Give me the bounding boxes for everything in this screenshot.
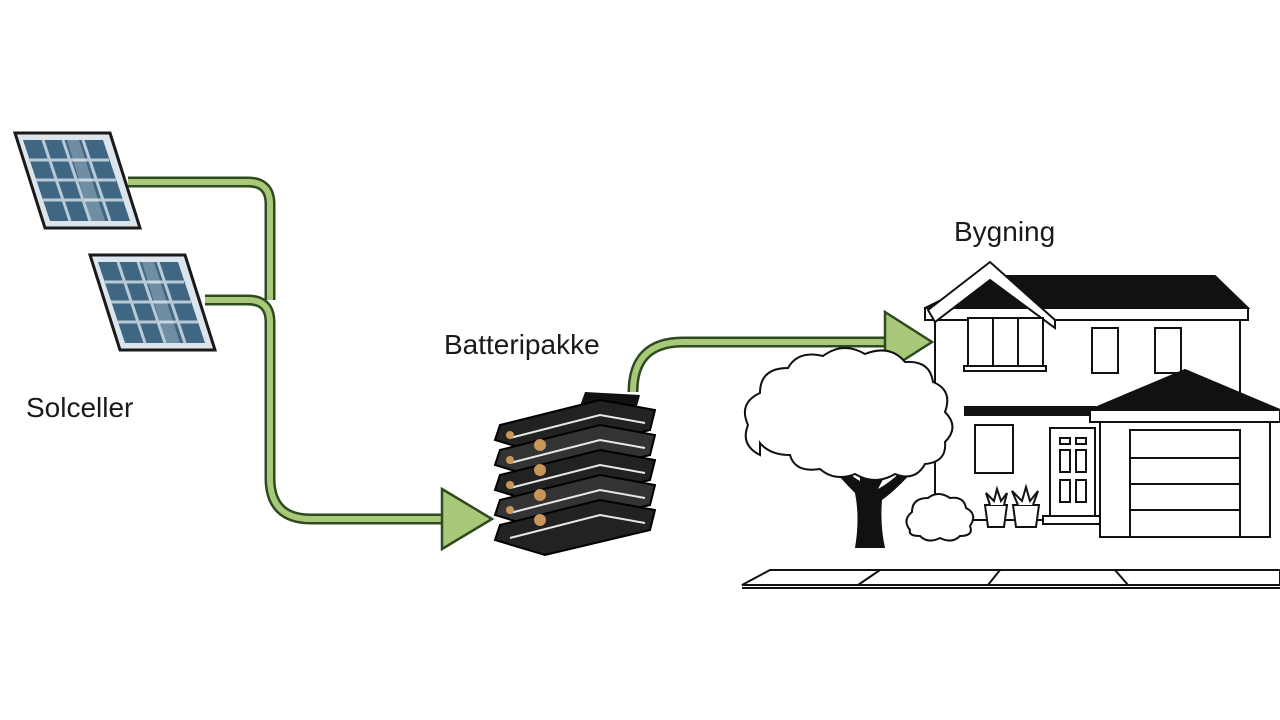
building-label: Bygning [954, 216, 1056, 247]
battery-pack-icon [493, 392, 657, 557]
house-icon [741, 260, 1280, 589]
solar-cells-label: Solceller [26, 392, 134, 423]
arrow-solar-to-battery [128, 176, 495, 552]
tree-icon [744, 347, 954, 548]
solar-panel-icon [88, 253, 217, 352]
solar-panel-icon [13, 131, 142, 230]
battery-pack-label: Batteripakke [444, 329, 600, 360]
